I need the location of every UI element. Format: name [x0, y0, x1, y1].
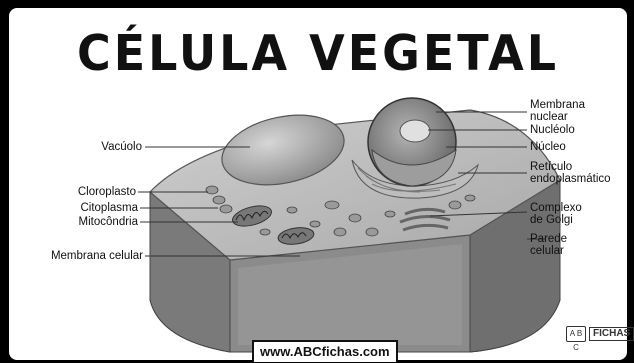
label-nucleolo: Nucléolo [530, 124, 575, 136]
nucleus-shape [368, 98, 456, 186]
label-membrana-nuclear-1: Membrana [530, 99, 585, 111]
label-citoplasma: Citoplasma [80, 202, 138, 214]
abcfichas-logo: A B C FICHAS [566, 326, 634, 342]
label-membrana-celular: Membrana celular [51, 250, 143, 262]
label-nucleo: Núcleo [530, 141, 566, 153]
label-vacuolo: Vacúolo [101, 141, 142, 153]
logo-text: FICHAS [589, 327, 634, 341]
nucleolus-shape [400, 120, 430, 142]
label-reticulo-1: Retículo [530, 161, 572, 173]
label-parede-1: Parede [530, 233, 567, 245]
label-membrana-nuclear-2: nuclear [530, 111, 568, 123]
label-golgi-2: de Golgi [530, 214, 573, 226]
label-golgi-1: Complexo [530, 202, 582, 214]
label-cloroplasto: Cloroplasto [78, 186, 136, 198]
logo-box-icon: A B C [566, 326, 586, 342]
label-parede-2: celular [530, 245, 564, 257]
website-watermark: www.ABCfichas.com [252, 340, 398, 362]
label-mitocondria: Mitocôndria [79, 216, 138, 228]
label-reticulo-2: endoplasmático [530, 173, 611, 185]
